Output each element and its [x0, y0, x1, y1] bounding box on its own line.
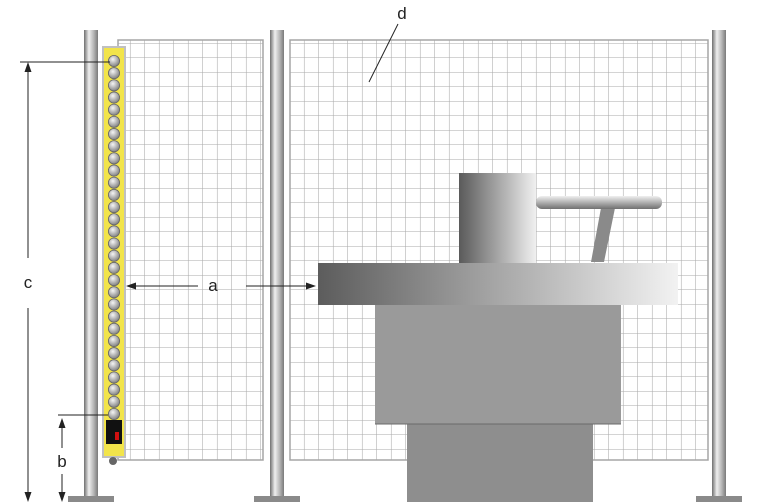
machine-arm [536, 196, 662, 209]
light-curtain-connector [109, 457, 117, 465]
machine-arm-support [591, 208, 615, 262]
label-c: c [24, 273, 33, 292]
light-curtain-beam [108, 188, 121, 201]
dimension-b: b [57, 414, 108, 502]
light-curtain-beam [108, 91, 121, 104]
light-curtain-beam [108, 334, 121, 347]
light-curtain-beam [108, 261, 121, 274]
light-curtain-beam [108, 322, 121, 335]
light-curtain-beam [108, 383, 121, 396]
machine-body [375, 305, 621, 424]
machine-base [407, 424, 593, 502]
light-curtain-beam [108, 164, 121, 177]
label-d: d [397, 4, 406, 23]
label-b: b [57, 452, 66, 471]
light-curtain-beam [108, 371, 121, 384]
light-curtain-beams [108, 55, 121, 420]
fence-post-left [68, 30, 114, 502]
light-curtain-beam [108, 249, 121, 262]
light-curtain-beam [108, 286, 121, 299]
light-curtain-beam [108, 213, 121, 226]
light-curtain-beam [108, 347, 121, 360]
light-curtain-beam [108, 225, 121, 238]
machine-head [459, 173, 536, 265]
light-curtain-beam [108, 152, 121, 165]
dimension-c: c [20, 61, 110, 502]
light-curtain-indicator [106, 420, 122, 444]
light-curtain-beam [108, 140, 121, 153]
light-curtain-beam [108, 201, 121, 214]
light-curtain-beam [108, 103, 121, 116]
light-curtain-beam [108, 395, 121, 408]
light-curtain-beam [108, 298, 121, 311]
light-curtain-beam [108, 407, 121, 420]
light-curtain-beam [108, 128, 121, 141]
fence-post-right [696, 30, 742, 502]
fence-panel-left [117, 39, 264, 461]
light-curtain-beam [108, 274, 121, 287]
light-curtain-beam [108, 115, 121, 128]
leader-d: d [368, 4, 407, 83]
light-curtain-beam [108, 237, 121, 250]
light-curtain-beam [108, 176, 121, 189]
machine-table [318, 263, 678, 305]
fence-post-middle [254, 30, 300, 502]
label-a: a [208, 276, 218, 295]
light-curtain-beam [108, 359, 121, 372]
machine [318, 173, 678, 502]
light-curtain [102, 46, 126, 465]
light-curtain-beam [108, 79, 121, 92]
dimension-a: a [126, 276, 316, 295]
light-curtain-beam [108, 67, 121, 80]
light-curtain-beam [108, 310, 121, 323]
light-curtain-beam [108, 55, 121, 68]
